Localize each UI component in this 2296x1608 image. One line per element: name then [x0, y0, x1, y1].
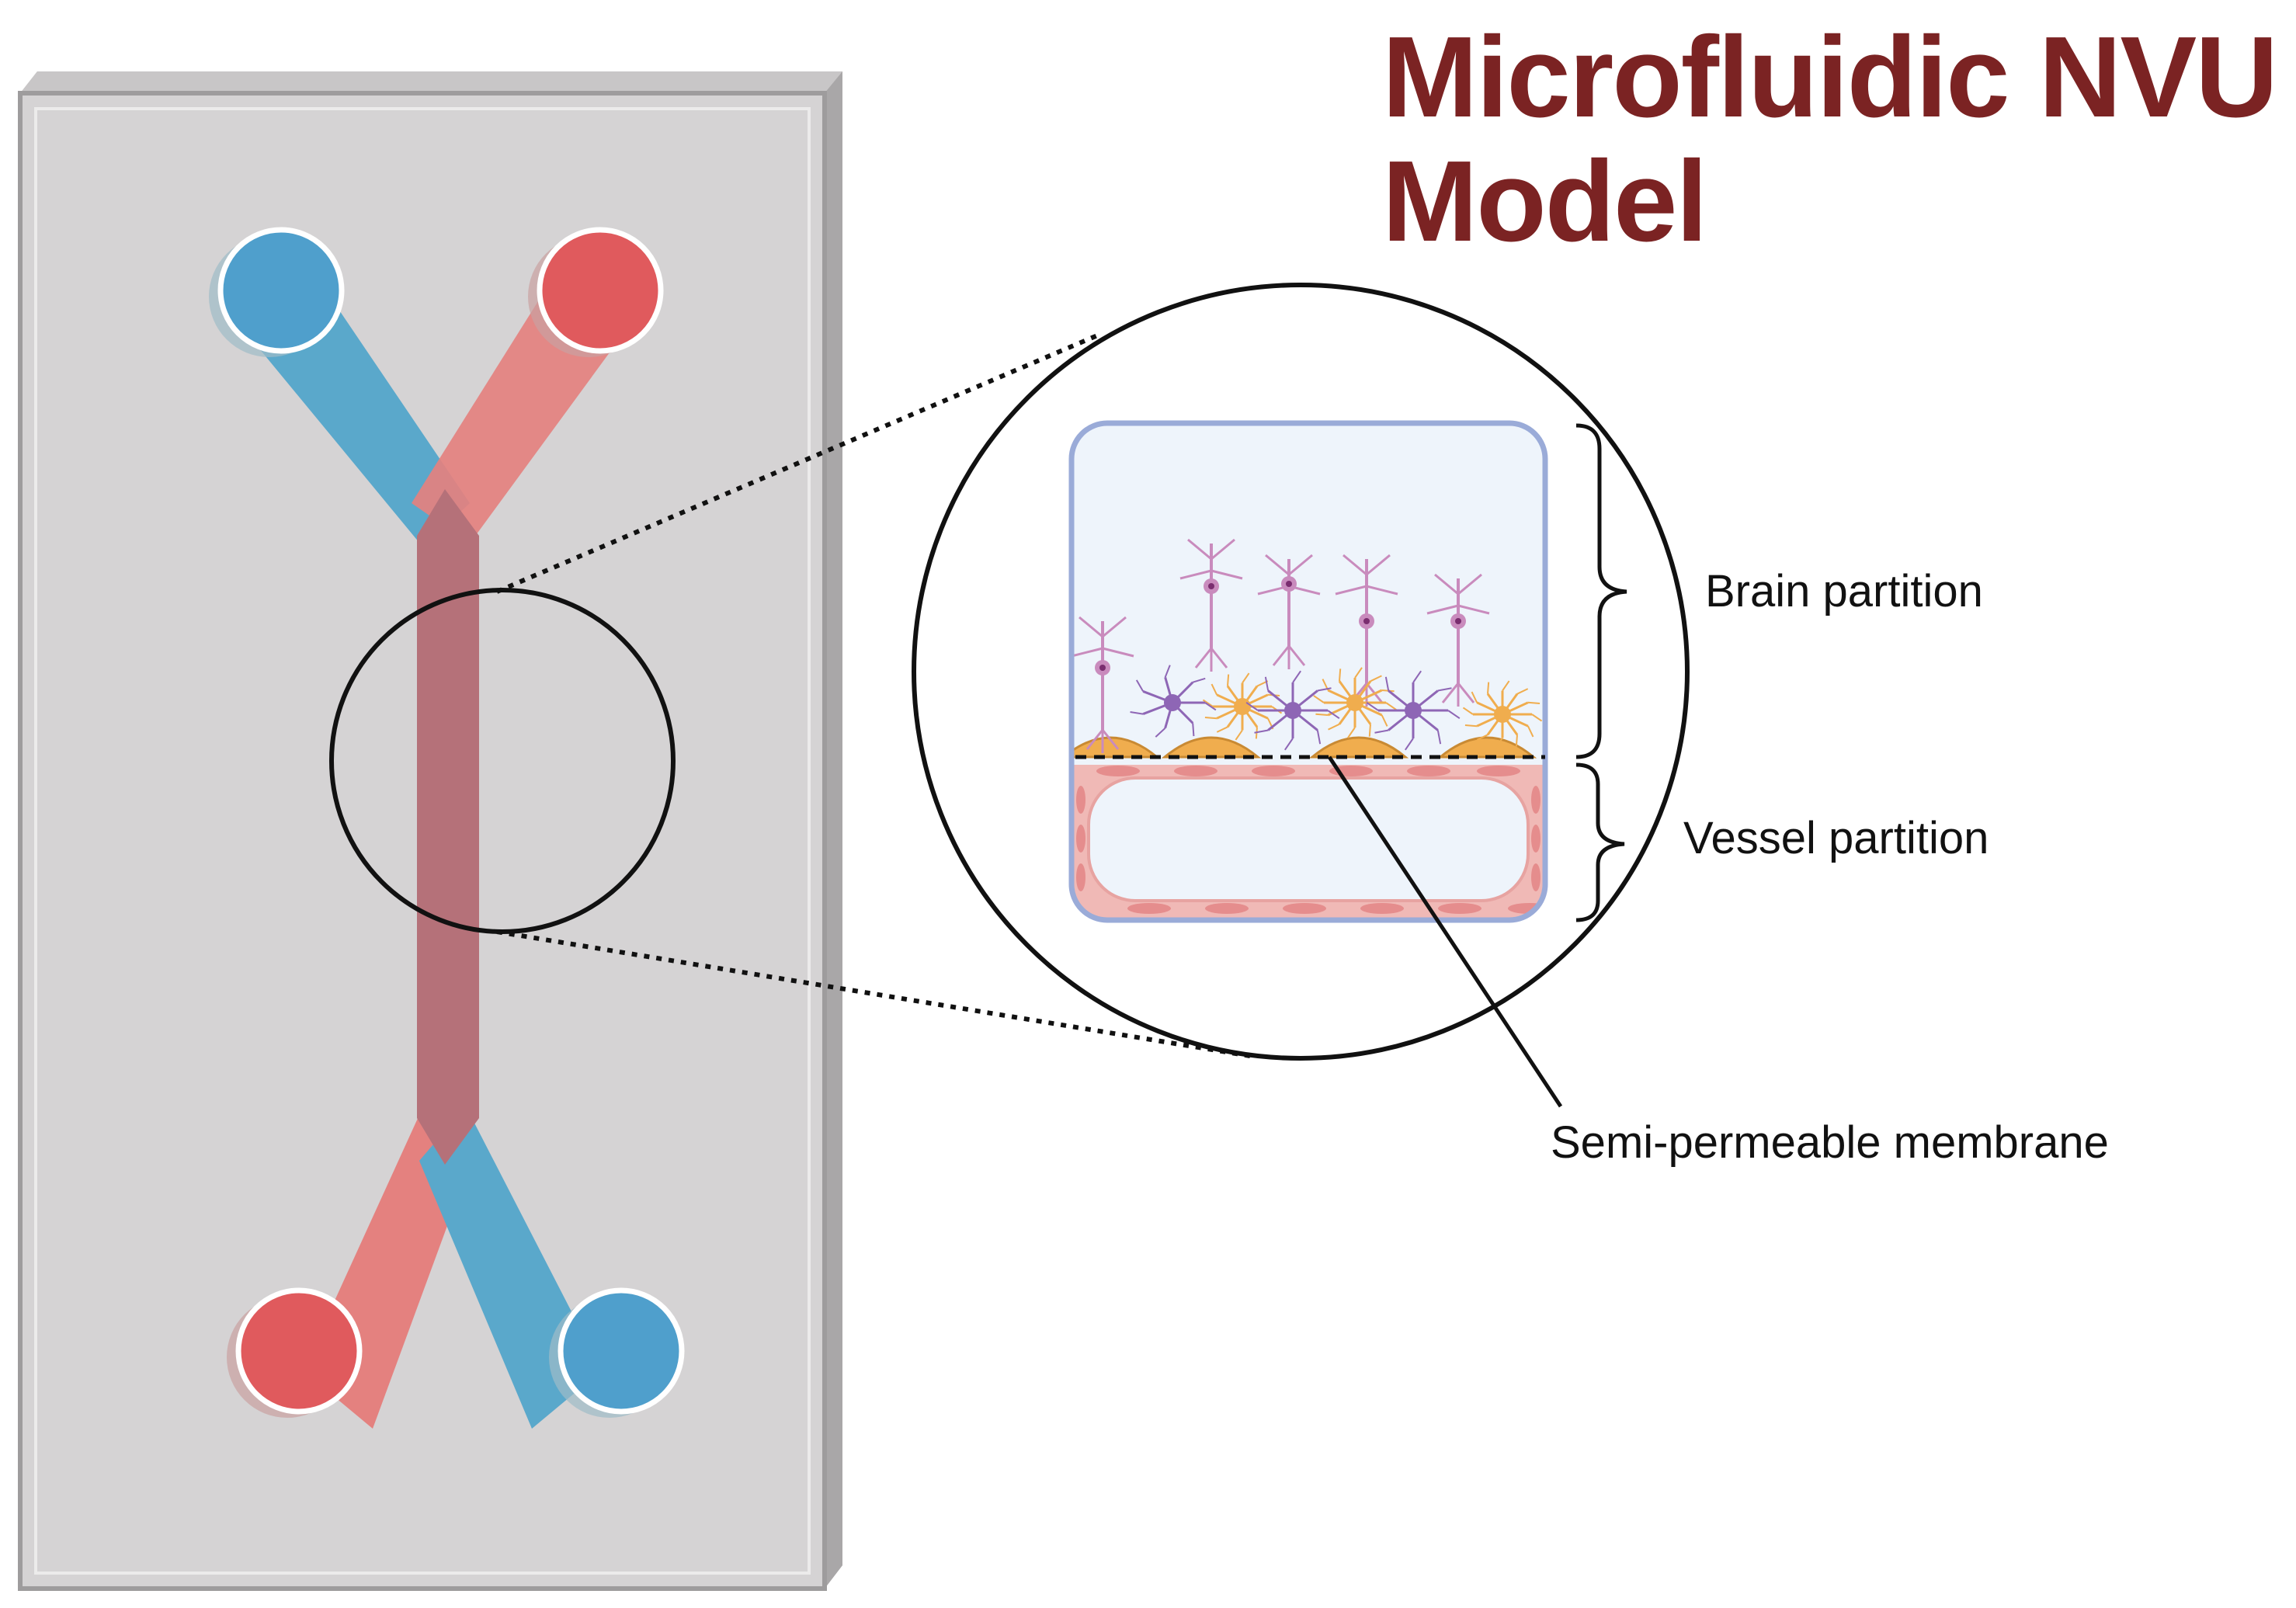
- endothelial-cell: [1076, 863, 1085, 891]
- astrocyte-cell: [1462, 680, 1543, 748]
- endothelial-cell: [1096, 766, 1140, 776]
- endothelial-cell: [1407, 766, 1450, 776]
- brain-cells: [1072, 538, 1543, 753]
- partition-inset: [1068, 420, 1548, 923]
- zoom-line-top: [495, 332, 1103, 594]
- endothelial-cell: [1174, 766, 1217, 776]
- endothelial-cell: [1205, 903, 1249, 914]
- neuron-cell: [1179, 538, 1243, 672]
- chip-top-edge: [20, 71, 842, 93]
- endothelial-cell: [1127, 903, 1171, 914]
- microglia-cell: [1130, 665, 1217, 738]
- outlet-port-blue: [549, 1287, 685, 1418]
- title-line-1: Microfluidic NVU: [1382, 13, 2278, 141]
- astrocyte-cell: [1202, 672, 1283, 741]
- chip-side-edge: [825, 71, 842, 1589]
- chip-inner-rim: [34, 107, 811, 1575]
- membrane-label: Semi-permeable membrane: [1551, 1117, 2109, 1168]
- outlet-port-red: [227, 1287, 363, 1418]
- astrocyte-endfeet: [1072, 736, 1537, 759]
- neuron-cell: [1072, 616, 1134, 753]
- brain-brace-icon: [1575, 423, 1627, 759]
- endothelial-cell: [1076, 786, 1085, 814]
- inset-border: [1068, 420, 1548, 923]
- endothelial-cell: [1360, 903, 1404, 914]
- vessel-partition-label: Vessel partition: [1683, 813, 1989, 863]
- endothelial-cell: [1531, 863, 1541, 891]
- astrocyte-endfoot: [1308, 736, 1409, 759]
- inlet-port-blue: [209, 227, 345, 357]
- title-line-2: Model: [1382, 137, 1708, 266]
- neuron-cell: [1426, 573, 1490, 707]
- membrane-pointer: [1327, 755, 1563, 1108]
- endothelial-cell: [1283, 903, 1326, 914]
- endothelial-cell: [1076, 825, 1085, 853]
- vessel-lumen: [1073, 765, 1545, 919]
- endothelial-cell: [1477, 766, 1520, 776]
- neuron-cell: [1257, 554, 1321, 669]
- endothelial-cells: [1076, 766, 1545, 914]
- endothelial-cell: [1531, 786, 1541, 814]
- endothelial-cell: [1252, 766, 1295, 776]
- astrocyte-cell: [1313, 667, 1397, 738]
- zoom-line-bottom: [496, 929, 1251, 1058]
- astrocyte-endfoot: [1436, 736, 1537, 759]
- astrocyte-endfoot: [1161, 736, 1262, 759]
- brain-partition-label: Brain partition: [1705, 566, 1983, 616]
- microglia-cell: [1245, 670, 1340, 751]
- endothelial-cell: [1438, 903, 1481, 914]
- inlet-port-red: [528, 227, 664, 357]
- main-merged-channel: [417, 489, 479, 1165]
- microglia-cell: [1366, 670, 1461, 751]
- astrocyte-endfoot: [1072, 736, 1161, 759]
- endothelial-cell: [1531, 825, 1541, 853]
- vessel-brace-icon: [1575, 762, 1625, 922]
